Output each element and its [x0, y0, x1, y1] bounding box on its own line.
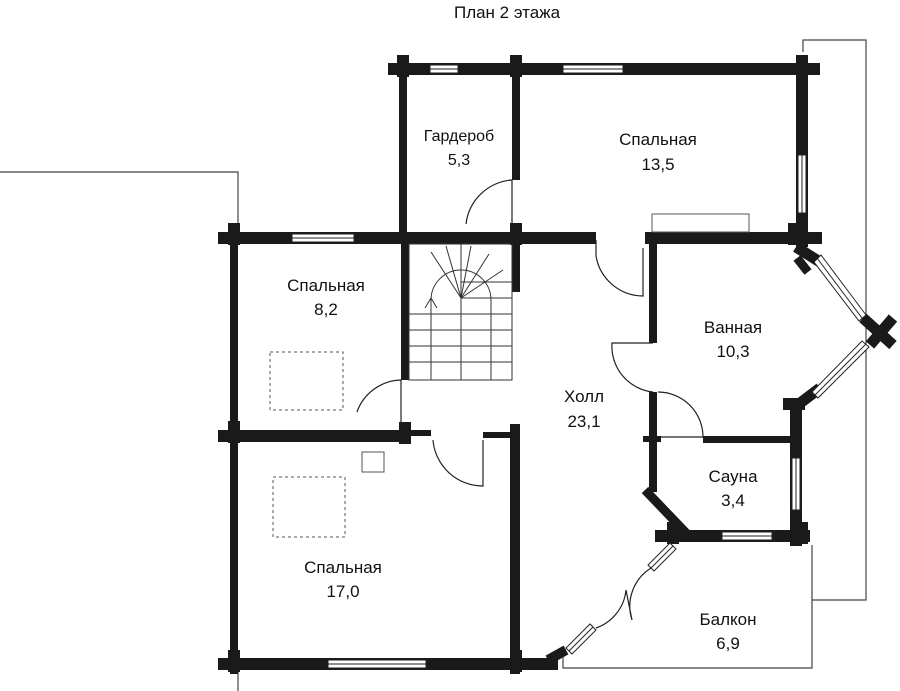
staircase: [408, 243, 513, 381]
door-balcony[interactable]: [595, 567, 652, 629]
skylight-bedroom-big: [272, 476, 346, 538]
fixtures: [269, 213, 750, 538]
stair-direction-arc: [430, 269, 492, 380]
wall-stub-hall-door: [483, 432, 513, 438]
wall-corner-bl: [228, 421, 240, 443]
window-bay-bottom: [811, 340, 870, 399]
wall-corner-mm: [510, 223, 522, 245]
wall-stub-bedroom-door: [399, 430, 431, 436]
left-roof-outline: [0, 171, 239, 232]
room-area-garderob: 5,3: [448, 152, 470, 169]
wall-corner-bt2: [796, 522, 808, 544]
wall-bath-stub: [643, 436, 661, 442]
door-garderob[interactable]: [465, 179, 513, 230]
diagonal-walls: [545, 242, 898, 665]
room-area-bedroom-big: 17,0: [326, 582, 359, 601]
wall-garderob-right: [512, 63, 520, 180]
room-name-garderob: Гардероб: [424, 128, 494, 145]
plan-title: План 2 этажа: [454, 3, 561, 22]
window-bay-top: [813, 254, 867, 322]
wall-balcony-corner: [545, 645, 569, 665]
room-labels: Гардероб 5,3 Спальная 13,5 Спальная 8,2 …: [287, 128, 762, 653]
windows: [291, 64, 870, 669]
window-sauna-bottom: [721, 531, 773, 541]
room-name-balcony: Балкон: [699, 610, 756, 629]
window-bedroom-left: [291, 233, 355, 243]
room-area-sauna: 3,4: [721, 491, 745, 510]
door-bathroom[interactable]: [611, 342, 654, 393]
room-area-bathroom: 10,3: [716, 342, 749, 361]
bath-fixture: [651, 213, 750, 233]
wall-left: [230, 232, 238, 674]
room-area-bedroom-left: 8,2: [314, 300, 338, 319]
skylight-bedroom-left: [269, 351, 344, 411]
window-balcony-door-bottom: [565, 623, 597, 655]
stair-arrow: [424, 297, 438, 309]
window-bedroom-top-side: [797, 154, 807, 214]
balcony-outline: [562, 545, 813, 669]
room-name-bathroom: Ванная: [704, 318, 762, 337]
wall-bath-left-lower: [649, 392, 657, 442]
walls: [218, 55, 822, 674]
wall-corner-bbl: [228, 650, 240, 672]
room-name-sauna: Сауна: [708, 467, 758, 486]
wall-sauna-diagonal: [641, 486, 694, 541]
doors: [356, 179, 704, 629]
wall-corner-bbr: [510, 650, 522, 672]
room-area-bedroom-top: 13,5: [641, 155, 674, 174]
wall-mid-right: [645, 232, 822, 244]
door-bedroom-top[interactable]: [595, 240, 644, 297]
wall-bigbedroom-right: [510, 424, 520, 674]
door-bedroom-left[interactable]: [356, 379, 402, 427]
room-name-bedroom-big: Спальная: [304, 558, 382, 577]
room-name-hall: Холл: [564, 387, 604, 406]
chimney-box: [361, 451, 385, 473]
wall-garderob-left: [399, 63, 407, 243]
room-name-bedroom-top: Спальная: [619, 130, 697, 149]
wall-sauna-top: [703, 436, 798, 443]
window-bedroom-top: [562, 64, 624, 74]
room-area-hall: 23,1: [567, 412, 600, 431]
wall-corner-mr: [788, 223, 800, 245]
wall-sauna-left: [649, 442, 657, 492]
window-bedroom-big: [327, 659, 427, 669]
roof-outlines: [0, 39, 867, 691]
window-sauna: [791, 457, 801, 511]
window-balcony-door-top: [647, 542, 677, 572]
door-sauna[interactable]: [657, 391, 704, 438]
room-name-bedroom-left: Спальная: [287, 276, 365, 295]
wall-stair-right: [512, 240, 520, 292]
room-area-balcony: 6,9: [716, 634, 740, 653]
wall-bay-stub: [793, 255, 812, 275]
window-garderob: [429, 64, 459, 74]
wall-bedrooms-divider: [218, 430, 402, 442]
right-roof-outline: [802, 39, 867, 601]
wall-bath-left-upper: [649, 240, 657, 343]
wall-stair-left: [401, 240, 409, 380]
door-bedroom-big[interactable]: [432, 439, 484, 487]
wall-bay-tip-b: [865, 314, 898, 349]
